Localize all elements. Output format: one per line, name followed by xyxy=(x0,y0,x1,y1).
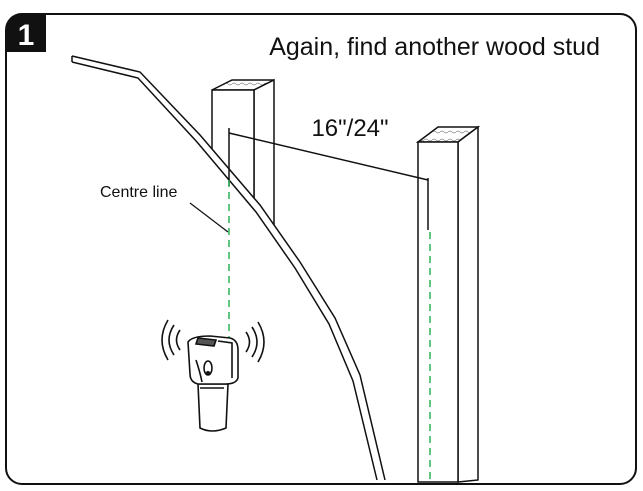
stud-finder-icon xyxy=(187,335,239,432)
centre-line-callout: Centre line xyxy=(100,184,229,233)
distance-label: 16"/24" xyxy=(311,115,388,142)
instruction-title: Again, find another wood stud xyxy=(269,33,600,61)
signal-waves-icon xyxy=(161,319,265,363)
wood-stud-right xyxy=(415,125,481,483)
centre-line-label: Centre line xyxy=(100,184,177,201)
distance-indicator: 16"/24" xyxy=(228,115,429,230)
step-badge: 1 xyxy=(6,14,46,52)
drywall-panel xyxy=(14,55,395,481)
step-number: 1 xyxy=(18,19,35,52)
